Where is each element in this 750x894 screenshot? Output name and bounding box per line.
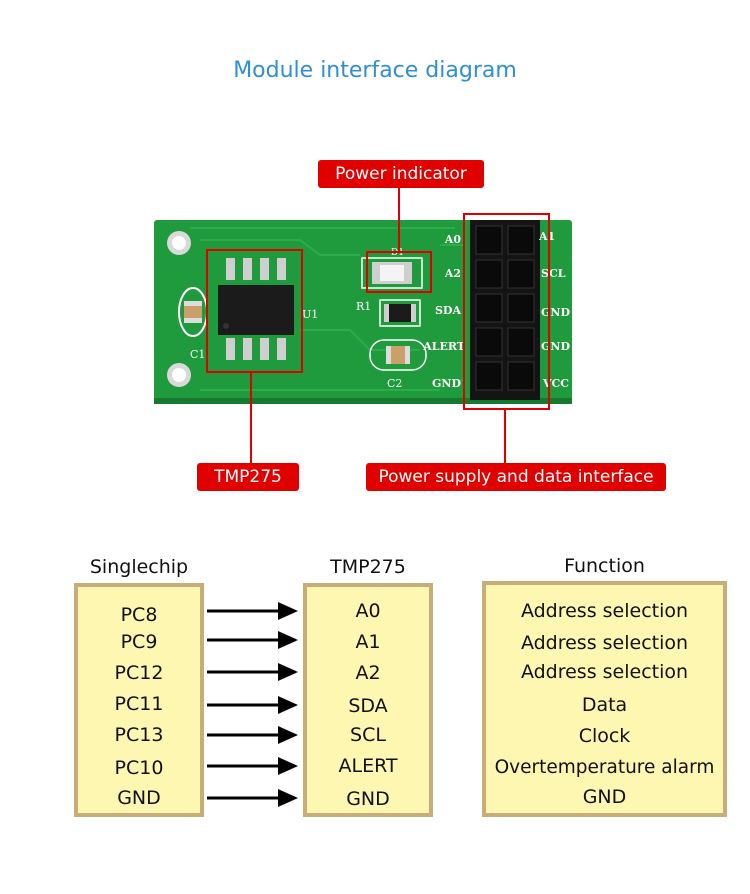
capacitor-c2: [369, 339, 427, 371]
function-a0: Address selection: [520, 600, 689, 622]
function-gnd: GND: [582, 786, 627, 808]
resistor-r1: [379, 299, 421, 327]
power-indicator-label: Power indicator: [318, 160, 484, 188]
pcb-illustration: C1 U1 D1 R1 C2: [154, 188, 572, 463]
pin-label-sda: SDA: [435, 304, 461, 317]
function-sda: Data: [581, 694, 628, 716]
r1-label: R1: [356, 300, 371, 313]
page-title: Module interface diagram: [233, 58, 517, 83]
mcu-pin-gnd: GND: [117, 787, 161, 809]
mcu-pin-pc12: PC12: [114, 662, 164, 684]
arrow-row-1: [207, 602, 298, 620]
header-singlechip: Singlechip: [89, 556, 189, 578]
u1-label: U1: [302, 308, 318, 321]
pin-label-gnd-left: GND: [432, 377, 461, 390]
pin-label-a1: A1: [538, 230, 555, 243]
mcu-pin-pc9: PC9: [120, 631, 158, 653]
tmp275-pin-scl: SCL: [350, 724, 386, 746]
singlechip-box: PC8 PC9 PC12 PC11 PC13 PC10 GND: [74, 583, 204, 817]
pin-label-alert: ALERT: [422, 340, 466, 353]
chip-highlight-box: [206, 249, 303, 373]
arrow-row-2: [207, 631, 298, 649]
pin-label-a0: A0: [444, 233, 462, 246]
c2-label: C2: [387, 377, 402, 390]
tmp275-pin-a1: A1: [355, 631, 381, 653]
tmp275-pin-sda: SDA: [348, 695, 388, 717]
arrow-row-3: [207, 663, 298, 681]
header-highlight-box: [463, 213, 550, 410]
arrow-row-4: [207, 696, 298, 714]
tmp275-chip: [218, 258, 294, 360]
tmp275-box: A0 A1 A2 SDA SCL ALERT GND: [303, 583, 433, 817]
c1-label: C1: [190, 348, 205, 361]
tmp275-pin-a2: A2: [355, 662, 381, 684]
mcu-pin-pc13: PC13: [114, 724, 164, 746]
tmp275-pin-alert: ALERT: [338, 755, 398, 777]
header-function: Function: [564, 555, 645, 577]
pcb-board: [154, 220, 572, 402]
function-a1: Address selection: [520, 632, 689, 654]
function-box: Address selection Address selection Addr…: [482, 581, 727, 817]
arrow-row-5: [207, 726, 298, 744]
interface-label: Power supply and data interface: [366, 463, 666, 491]
tmp275-pin-gnd: GND: [346, 788, 390, 810]
arrow-row-7: [207, 789, 298, 807]
header-tmp275: TMP275: [330, 556, 406, 578]
led-d1: [361, 257, 423, 289]
function-scl: Clock: [578, 725, 631, 747]
pin-label-scl: SCL: [541, 267, 566, 280]
pin-label-a2: A2: [444, 267, 461, 280]
function-a2: Address selection: [520, 661, 689, 683]
function-alert: Overtemperature alarm: [494, 757, 715, 778]
mcu-pin-pc8: PC8: [120, 604, 158, 626]
pin-header: [470, 220, 540, 400]
mounting-hole-top: [167, 231, 191, 255]
tmp275-pin-a0: A0: [355, 600, 381, 622]
arrow-row-6: [207, 757, 298, 775]
mcu-pin-pc10: PC10: [114, 757, 164, 779]
tmp275-label: TMP275: [197, 463, 299, 491]
mcu-pin-pc11: PC11: [114, 693, 164, 715]
mounting-hole-bottom: [167, 363, 191, 387]
